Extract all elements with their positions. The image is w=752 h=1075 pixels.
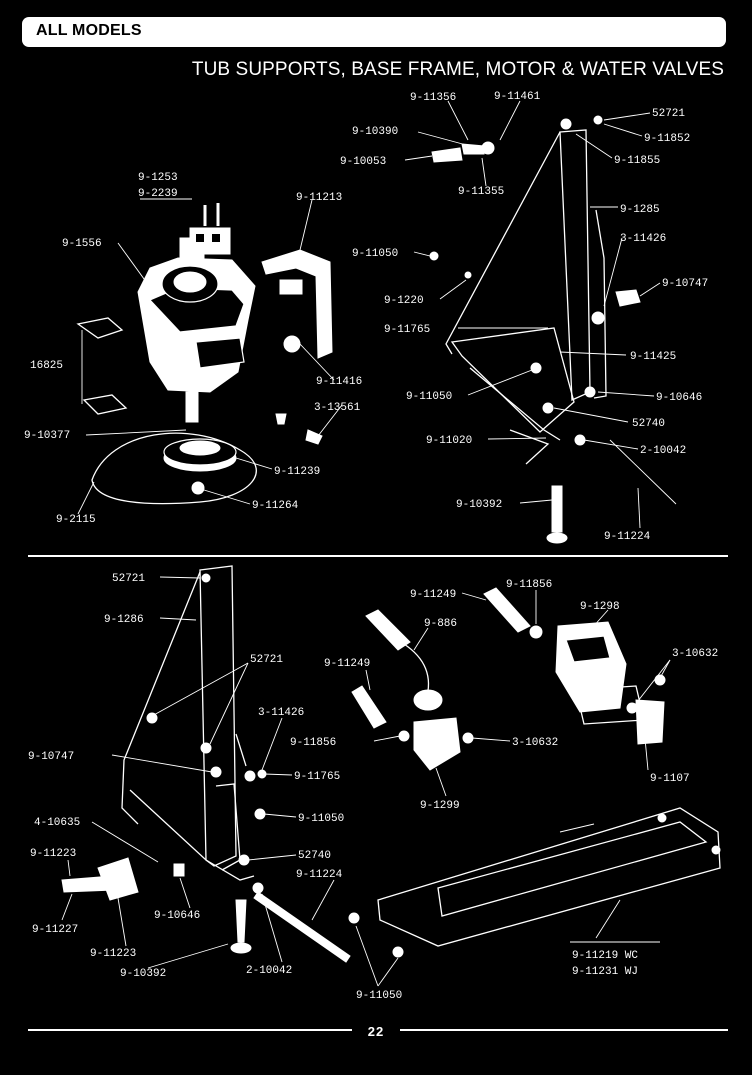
callout-9-11249-left: 9-11249 [324,658,370,670]
callout-52721: 52721 [652,108,685,120]
callout-9-10646: 9-10646 [656,392,702,404]
callout-9-11213: 9-11213 [296,192,342,204]
tub-support-frame-illustration [429,115,677,544]
callout-9-11050-bottom: 9-11050 [356,990,402,1002]
callout-3-11426: 3-11426 [258,707,304,719]
callout-9-11224: 9-11224 [296,869,343,881]
callout-9-10747: 9-10747 [662,278,708,290]
motor-assembly-illustration [76,203,333,505]
callout-9-11356: 9-11356 [410,92,456,104]
callout-9-1220: 9-1220 [384,295,424,307]
callout-9-1285: 9-1285 [620,204,660,216]
callout-9-11223-top: 9-11223 [30,848,76,860]
base-frame-corner-illustration [61,565,351,963]
callout-9-11355: 9-11355 [458,186,504,198]
callout-9-11224: 9-11224 [604,531,651,543]
callout-9-11219-wc: 9-11219 WC [572,950,638,962]
callout-4-10635: 4-10635 [34,817,80,829]
callout-9-11852: 9-11852 [644,133,690,145]
callout-9-10053: 9-10053 [340,156,386,168]
banner-label: ALL MODELS [36,22,142,39]
callout-9-1286: 9-1286 [104,614,144,626]
lower-callout-labels: 52721 9-11249 9-11856 9-1286 9-1298 9-88… [28,573,718,1002]
callout-9-11765: 9-11765 [294,771,340,783]
callout-9-11227: 9-11227 [32,924,78,936]
callout-2-10042: 2-10042 [246,965,292,977]
water-valve-illustration [351,587,666,771]
models-banner: ALL MODELS [22,17,726,47]
callout-9-2115: 9-2115 [56,514,96,526]
callout-9-11050-top: 9-11050 [352,248,398,260]
callout-3-11426: 3-11426 [620,233,666,245]
callout-9-11231-wj: 9-11231 WJ [572,966,638,978]
callout-9-1107: 9-1107 [650,773,690,785]
callout-3-10632-right: 3-10632 [672,648,718,660]
callout-9-11856-mid: 9-11856 [290,737,336,749]
callout-9-11856-top: 9-11856 [506,579,552,591]
section-title: TUB SUPPORTS, BASE FRAME, MOTOR & WATER … [191,59,724,80]
base-pan-illustration [348,807,721,958]
callout-9-10390: 9-10390 [352,126,398,138]
callout-9-886: 9-886 [424,618,457,630]
callout-52740: 52740 [298,850,331,862]
callout-9-11020: 9-11020 [426,435,472,447]
callout-3-10632-mid: 3-10632 [512,737,558,749]
callout-9-10392: 9-10392 [456,499,502,511]
callout-52721-mid: 52721 [250,654,283,666]
callout-9-2239: 9-2239 [138,188,178,200]
callout-9-1298: 9-1298 [580,601,620,613]
callout-9-11050-mid: 9-11050 [406,391,452,403]
callout-9-1556: 9-1556 [62,238,102,250]
callout-9-10747: 9-10747 [28,751,74,763]
callout-52721-top: 52721 [112,573,145,585]
callout-16825: 16825 [30,360,63,372]
callout-9-11249-right: 9-11249 [410,589,456,601]
callout-9-11461: 9-11461 [494,91,541,103]
page-number: 22 [367,1024,385,1039]
callout-9-11239: 9-11239 [274,466,320,478]
upper-callout-labels: 9-11356 9-11461 52721 9-10390 9-11852 9-… [24,91,708,543]
callout-9-11416: 9-11416 [316,376,362,388]
callout-3-13561: 3-13561 [314,402,361,414]
callout-9-11223-bottom: 9-11223 [90,948,136,960]
callout-9-1299: 9-1299 [420,800,460,812]
leader-lines [61,100,671,987]
callout-9-11425: 9-11425 [630,351,676,363]
callout-9-10392: 9-10392 [120,968,166,980]
callout-9-11855: 9-11855 [614,155,660,167]
callout-52740: 52740 [632,418,665,430]
callout-9-1253: 9-1253 [138,172,178,184]
callout-9-10377: 9-10377 [24,430,70,442]
callout-9-11050-mid: 9-11050 [298,813,344,825]
callout-9-11765: 9-11765 [384,324,430,336]
callout-2-10042: 2-10042 [640,445,686,457]
callout-9-10646: 9-10646 [154,910,200,922]
callout-9-11264: 9-11264 [252,500,299,512]
